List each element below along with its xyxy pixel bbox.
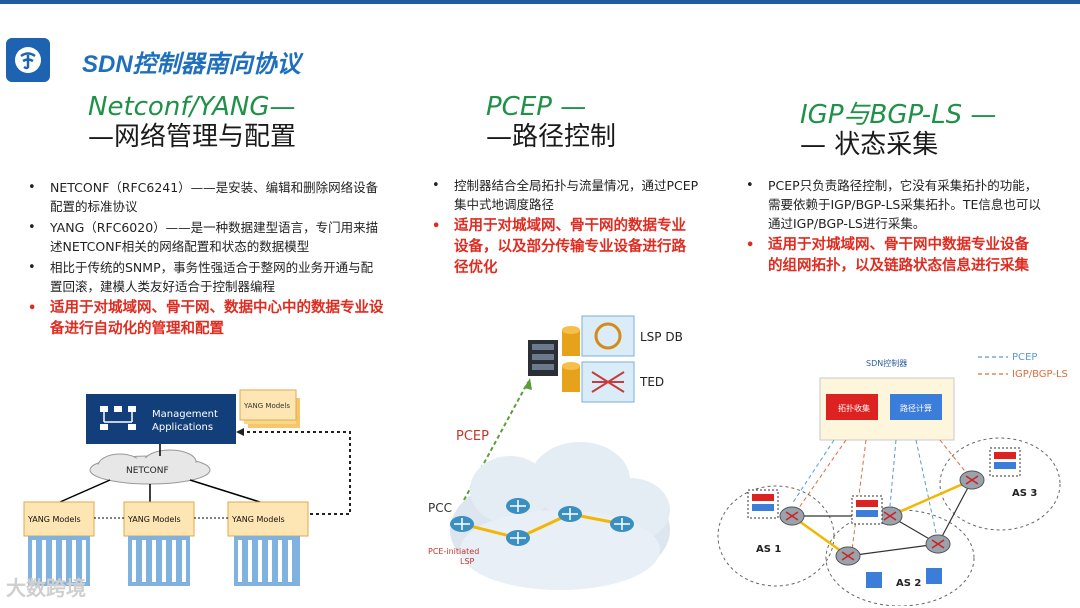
router-icon xyxy=(835,546,861,566)
router-tag xyxy=(926,568,942,584)
as3-label: AS 3 xyxy=(1012,488,1037,499)
yang-models-label: YANG Models xyxy=(231,515,285,524)
router-tag xyxy=(866,572,882,588)
bgpls-heading-line1: IGP与BGP-LS — xyxy=(800,100,997,130)
list-item-emphasis: 适用于对城域网、骨干网的数据专业设备，以及部分传输专业设备进行路径优化 xyxy=(428,216,700,279)
lsp-db-box xyxy=(581,315,635,357)
yang-models-label: YANG Models xyxy=(127,515,181,524)
list-item: PCEP只负责路径控制，它没有采集拓扑的功能，需要依赖于IGP/BGP-LS采集… xyxy=(742,176,1042,233)
bgpls-diagram: SDN控制器 PCEP IGP/BGP-LS 拓扑收集 路径计算 xyxy=(717,352,1068,606)
router-icon xyxy=(925,534,951,554)
pce-initiated-label-1: PCE-initiated xyxy=(428,547,479,556)
list-item: 相比于传统的SNMP，事务性强适合于整网的业务开通与配置回滚，建模人类友好适合于… xyxy=(24,258,384,296)
yang-device-2: YANG Models xyxy=(123,501,195,586)
legend-pcep: PCEP xyxy=(1012,352,1037,363)
page-title: SDN控制器南向协议 xyxy=(82,51,301,78)
netconf-heading-line1: Netconf/YANG— xyxy=(88,92,296,122)
as2-label: AS 2 xyxy=(896,578,921,589)
topology-collection-label: 拓扑收集 xyxy=(838,403,870,413)
list-item: NETCONF（RFC6241）——是安装、编辑和删除网络设备配置的标准协议 xyxy=(24,178,384,216)
yang-models-label: YANG Models xyxy=(243,402,290,410)
network-cloud xyxy=(450,442,670,590)
list-item: 控制器结合全局拓扑与流量情况，通过PCEP集中式地调度路径 xyxy=(428,176,700,214)
management-applications-box xyxy=(86,394,236,444)
lsp-db-label: LSP DB xyxy=(640,330,683,344)
as2-region xyxy=(825,509,975,606)
yang-device-3: YANG Models xyxy=(227,501,309,586)
mgmt-label-2: Applications xyxy=(152,422,213,433)
netconf-cloud: NETCONF xyxy=(89,449,211,485)
yang-device-1: YANG Models xyxy=(23,501,95,586)
yang-models-stack-top: YANG Models xyxy=(239,389,300,428)
hierarchy-icon xyxy=(100,406,136,430)
pcep-arrow-label: PCEP xyxy=(456,429,489,444)
watermark-text: 大数跨境 xyxy=(6,576,86,600)
router-icon xyxy=(506,498,530,514)
router-icon xyxy=(779,506,805,526)
mgmt-label-1: Management xyxy=(152,409,218,420)
topology-collection-box xyxy=(826,394,878,420)
pcc-label: PCC xyxy=(428,501,452,515)
list-item-emphasis: 适用于对城域网、骨干网中数据专业设备的组网拓扑，以及链路状态信息进行采集 xyxy=(742,235,1042,277)
path-computation-label: 路径计算 xyxy=(900,403,932,413)
china-telecom-logo xyxy=(6,38,50,82)
lsp-db-cylinder-icon xyxy=(562,326,580,356)
top-accent-bar xyxy=(0,0,1080,4)
ted-cylinder-icon xyxy=(562,362,580,392)
bgpls-bullet-list: PCEP只负责路径控制，它没有采集拓扑的功能，需要依赖于IGP/BGP-LS采集… xyxy=(742,176,1042,279)
router-icon xyxy=(558,506,582,522)
legend-igp-bgpls: IGP/BGP-LS xyxy=(1012,369,1068,380)
bgpls-heading-line2: — 状态采集 xyxy=(800,130,939,160)
pce-initiated-label-2: LSP xyxy=(460,557,475,566)
path-computation-box xyxy=(890,394,942,420)
netconf-heading-line2: —网络管理与配置 xyxy=(88,122,297,152)
as3-region xyxy=(939,437,1061,531)
netconf-yang-diagram: Management Applications YANG Models NETC… xyxy=(23,389,351,586)
netconf-heading: Netconf/YANG— —网络管理与配置 xyxy=(88,92,296,152)
as1-label: AS 1 xyxy=(756,544,781,555)
server-icon xyxy=(528,340,558,376)
router-icon xyxy=(610,516,634,532)
telecom-icon xyxy=(15,47,41,73)
netconf-bullet-list: NETCONF（RFC6241）——是安装、编辑和删除网络设备配置的标准协议 Y… xyxy=(24,178,384,342)
sdn-controller-label: SDN控制器 xyxy=(866,358,907,368)
pcep-bullet-list: 控制器结合全局拓扑与流量情况，通过PCEP集中式地调度路径 适用于对城域网、骨干… xyxy=(428,176,700,281)
pcep-diagram: LSP DB TED PCEP PCC PCE-initiated LSP xyxy=(428,315,683,590)
pcep-heading-line2: —路径控制 xyxy=(486,122,617,152)
pcep-heading: PCEP — —路径控制 xyxy=(486,92,616,152)
yang-models-label: YANG Models xyxy=(27,515,81,524)
router-icon xyxy=(959,470,985,490)
list-item: YANG（RFC6020）——是一种数据建型语言，专门用来描述NETCONF相关… xyxy=(24,218,384,256)
bgpls-heading: IGP与BGP-LS — — 状态采集 xyxy=(800,100,996,160)
router-icon xyxy=(506,530,530,546)
pcep-heading-line1: PCEP — xyxy=(486,92,587,122)
ted-label: TED xyxy=(639,375,664,389)
netconf-cloud-label: NETCONF xyxy=(126,466,169,476)
list-item-emphasis: 适用于对城域网、骨干网、数据中心中的数据专业设备进行自动化的管理和配置 xyxy=(24,298,384,340)
router-icon xyxy=(450,516,474,532)
